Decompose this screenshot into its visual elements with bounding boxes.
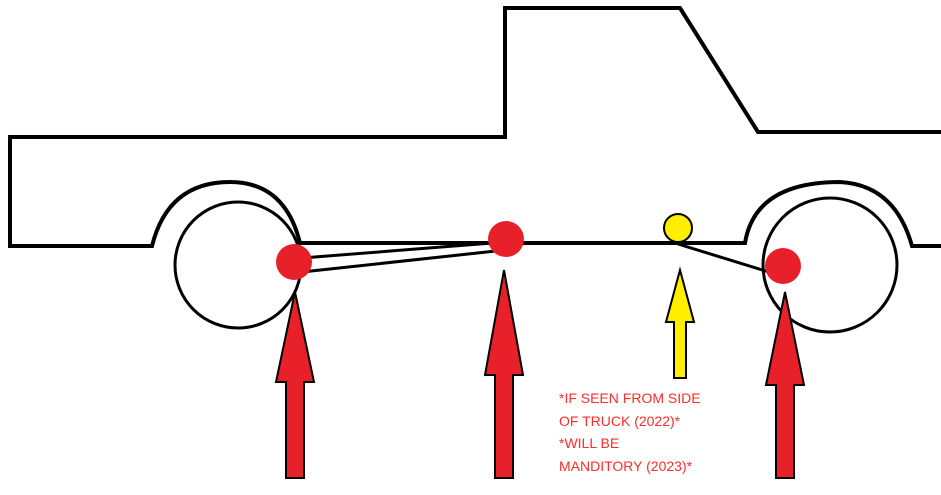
- note-line-3: *WILL BE: [559, 432, 759, 455]
- truck-body-outline: [10, 8, 941, 246]
- red-arrow-front-axle: [766, 292, 804, 478]
- red-arrow-mid-frame: [485, 270, 523, 478]
- requirement-note: *IF SEEN FROM SIDE OF TRUCK (2022)* *WIL…: [559, 387, 759, 477]
- red-point-mid-frame: [488, 221, 524, 257]
- note-line-2: OF TRUCK (2022)*: [559, 410, 759, 433]
- rear-link-lower: [302, 250, 505, 272]
- red-arrow-rear-axle: [276, 292, 314, 478]
- red-point-front-axle: [765, 248, 801, 284]
- red-point-rear-axle: [276, 244, 312, 280]
- note-line-1: *IF SEEN FROM SIDE: [559, 387, 759, 410]
- yellow-point-hitch: [664, 214, 692, 242]
- note-line-4: MANDITORY (2023)*: [559, 455, 759, 478]
- yellow-arrow-hitch: [666, 270, 694, 378]
